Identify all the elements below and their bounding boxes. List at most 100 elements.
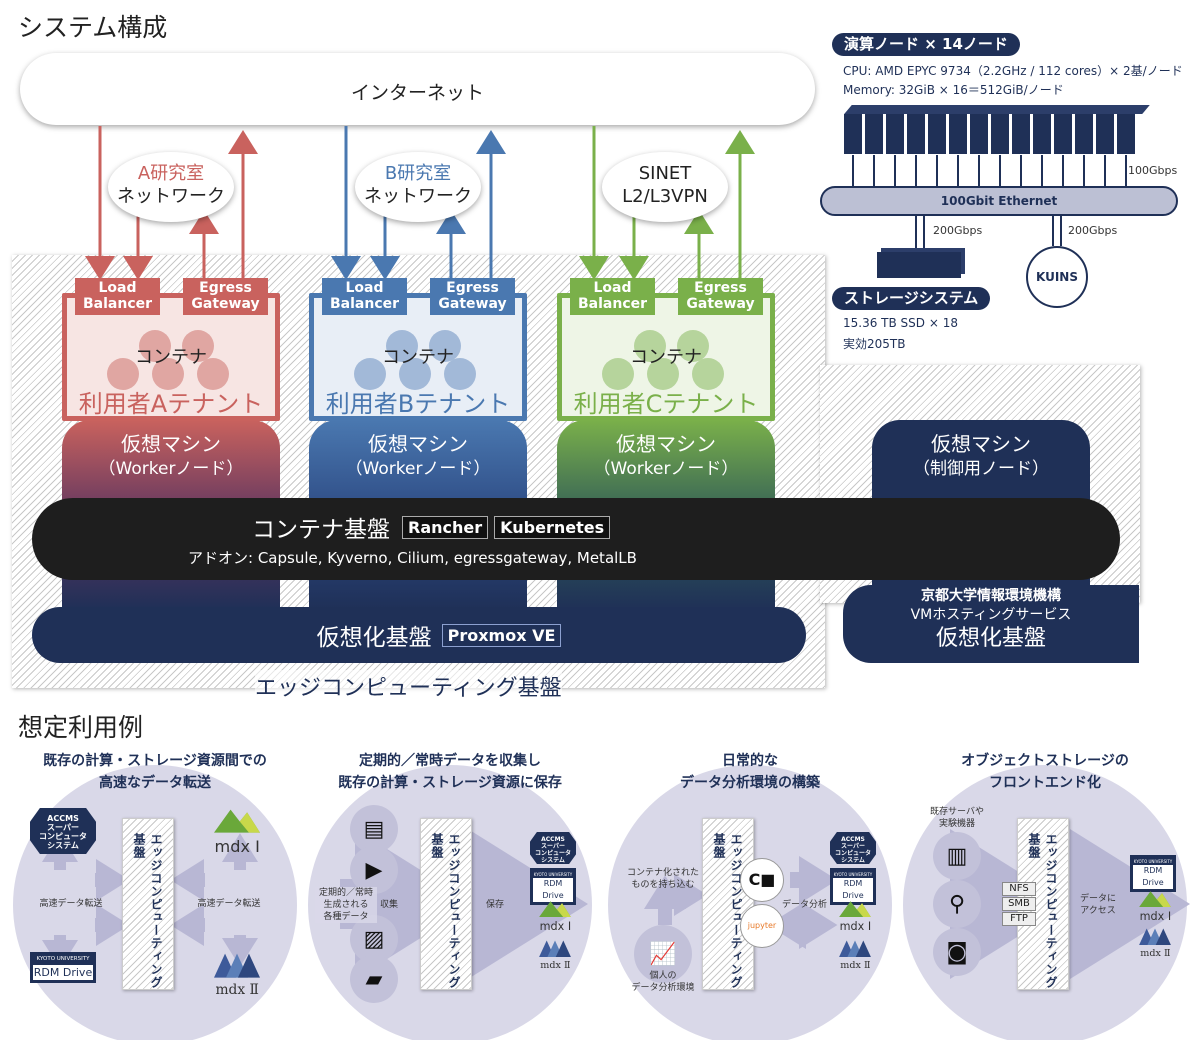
tenant-name: 利用者Cテナント xyxy=(573,390,759,418)
compute-link-speed: 100Gbps xyxy=(1128,164,1178,177)
worker-vm-title: 仮想マシン xyxy=(121,432,221,456)
usecase-title: オブジェクトストレージのフロントエンド化 xyxy=(961,753,1129,791)
container-platform: コンテナ基盤 Rancher Kubernetes アドオン: Capsule,… xyxy=(32,498,1120,580)
container-platform-label: コンテナ基盤 xyxy=(252,517,390,543)
container-label: コンテナ xyxy=(135,347,207,368)
worker-vm-subtitle: （Workerノード） xyxy=(98,459,244,479)
edge-platform-label: エッジコンピューティング基盤 xyxy=(255,670,562,702)
section-title-system: システム構成 xyxy=(18,13,168,42)
network-sinet-sublabel: L2/L3VPN xyxy=(622,186,708,207)
node-link xyxy=(1020,155,1022,186)
network-a-sublabel: ネットワーク xyxy=(117,186,225,207)
node-link xyxy=(1083,155,1085,186)
container-dot xyxy=(139,330,171,362)
node-link xyxy=(978,155,980,186)
container-dot xyxy=(647,358,679,390)
mdx2-logo: mdx Ⅱ xyxy=(833,938,878,971)
kuins-link-speed: 200Gbps xyxy=(1068,224,1118,237)
edge-platform-strip: エッジコンピューティング基盤 xyxy=(122,818,174,990)
container-addons: アドオン: Capsule, Kyverno, Cilium, egressga… xyxy=(188,549,637,567)
access-label: データにアクセス xyxy=(1079,894,1116,916)
mdx2-logo: mdx Ⅱ xyxy=(1133,926,1178,959)
mdx2-logo: mdx Ⅱ xyxy=(533,938,578,971)
node-link xyxy=(894,155,896,186)
control-vm-subtitle: （制御用ノード） xyxy=(913,459,1049,479)
virtualization-label: 仮想化基盤 xyxy=(316,625,432,651)
storage-effective: 実効205TB xyxy=(843,337,906,351)
kuins-node: KUINS xyxy=(1026,246,1088,308)
tenant-name: 利用者Bテナント xyxy=(325,390,511,418)
storage-badge: ストレージシステム xyxy=(832,287,991,310)
network-b-sublabel: ネットワーク xyxy=(364,186,472,207)
edge-platform-strip: エッジコンピューティング基盤 xyxy=(420,818,472,990)
bring-label: コンテナ化されたものを持ち込む xyxy=(626,868,699,890)
internet-label: インターネット xyxy=(350,82,484,104)
video-icon: ▶ xyxy=(350,846,398,894)
network-arrows xyxy=(85,126,755,280)
edge-platform-strip-label: エッジコンピューティング基盤 xyxy=(1027,833,1058,989)
devices-label: 既存サーバや実験機器 xyxy=(930,807,984,829)
node-link xyxy=(957,155,959,186)
edge-platform-strip-label: エッジコンピューティング基盤 xyxy=(712,833,743,989)
node-link xyxy=(873,155,875,186)
store-label: 保存 xyxy=(486,900,505,910)
worker-vm-title: 仮想マシン xyxy=(616,432,716,456)
container-label: コンテナ xyxy=(382,347,454,368)
kyoto-vm-service: VMホスティングサービス xyxy=(910,607,1072,623)
node-link xyxy=(1041,155,1043,186)
internet-cloud: インターネット xyxy=(20,38,815,128)
storage-capacity: 15.36 TB SSD × 18 xyxy=(843,316,958,330)
kuins-label: KUINS xyxy=(1036,270,1078,284)
kyoto-vm-hosting: 京都大学情報環境機構 VMホスティングサービス 仮想化基盤 xyxy=(843,585,1139,663)
kubernetes-chip: Kubernetes xyxy=(494,515,611,539)
worker-vm-title: 仮想マシン xyxy=(368,432,468,456)
container-dot xyxy=(602,358,634,390)
compute-memory: Memory: 32GiB × 16＝512GiB/ノード xyxy=(843,83,1064,97)
node-link xyxy=(915,155,917,186)
ethernet-pipe: 100Gbit Ethernet xyxy=(820,186,1178,216)
transfer-label: 高速データ転送 xyxy=(39,899,103,909)
network-cloud-sinet xyxy=(602,152,728,222)
container-dot xyxy=(677,330,709,362)
mdx1-logo: mdx Ⅰ xyxy=(833,898,878,933)
jupyter-icon: jupyter xyxy=(740,904,784,948)
network-b-label: B研究室 xyxy=(384,163,452,184)
compute-badge: 演算ノード × 14ノード xyxy=(832,33,1020,56)
network-cloud-b xyxy=(355,152,481,222)
chat-icon: ▰ xyxy=(350,955,398,1003)
control-vm-title: 仮想マシン xyxy=(931,432,1031,456)
laptop-chart-icon: 📈 xyxy=(634,925,692,983)
edge-platform-strip: エッジコンピューティング基盤 xyxy=(1017,818,1069,990)
ethernet-label: 100Gbit Ethernet xyxy=(940,194,1058,208)
circleci-icon: C■ xyxy=(740,858,784,902)
transfer-label: 高速データ転送 xyxy=(197,899,261,909)
container-dot xyxy=(152,358,184,390)
node-link xyxy=(936,155,938,186)
container-dot xyxy=(634,330,666,362)
kyoto-vm-org: 京都大学情報環境機構 xyxy=(921,588,1061,604)
section-title-usecases: 想定利用例 xyxy=(18,713,144,742)
camera-icon: ◙ xyxy=(933,928,981,976)
mdx1-logo: mdx Ⅰ xyxy=(1133,888,1178,923)
usecase-title: 定期的／常時データを収集し既存の計算・ストレージ資源に保存 xyxy=(338,753,562,791)
microscope-icon: ⚲ xyxy=(933,880,981,928)
container-dot xyxy=(107,358,139,390)
container-dot xyxy=(444,358,476,390)
kuins-link xyxy=(1052,216,1062,246)
node-link xyxy=(852,155,854,186)
container-dot xyxy=(386,330,418,362)
container-dot xyxy=(429,330,461,362)
edge-platform-strip: エッジコンピューティング基盤 xyxy=(702,818,754,990)
server-icon: ▥ xyxy=(933,832,981,880)
worker-vm-subtitle: （Workerノード） xyxy=(593,459,739,479)
network-a-label: A研究室 xyxy=(137,163,205,184)
